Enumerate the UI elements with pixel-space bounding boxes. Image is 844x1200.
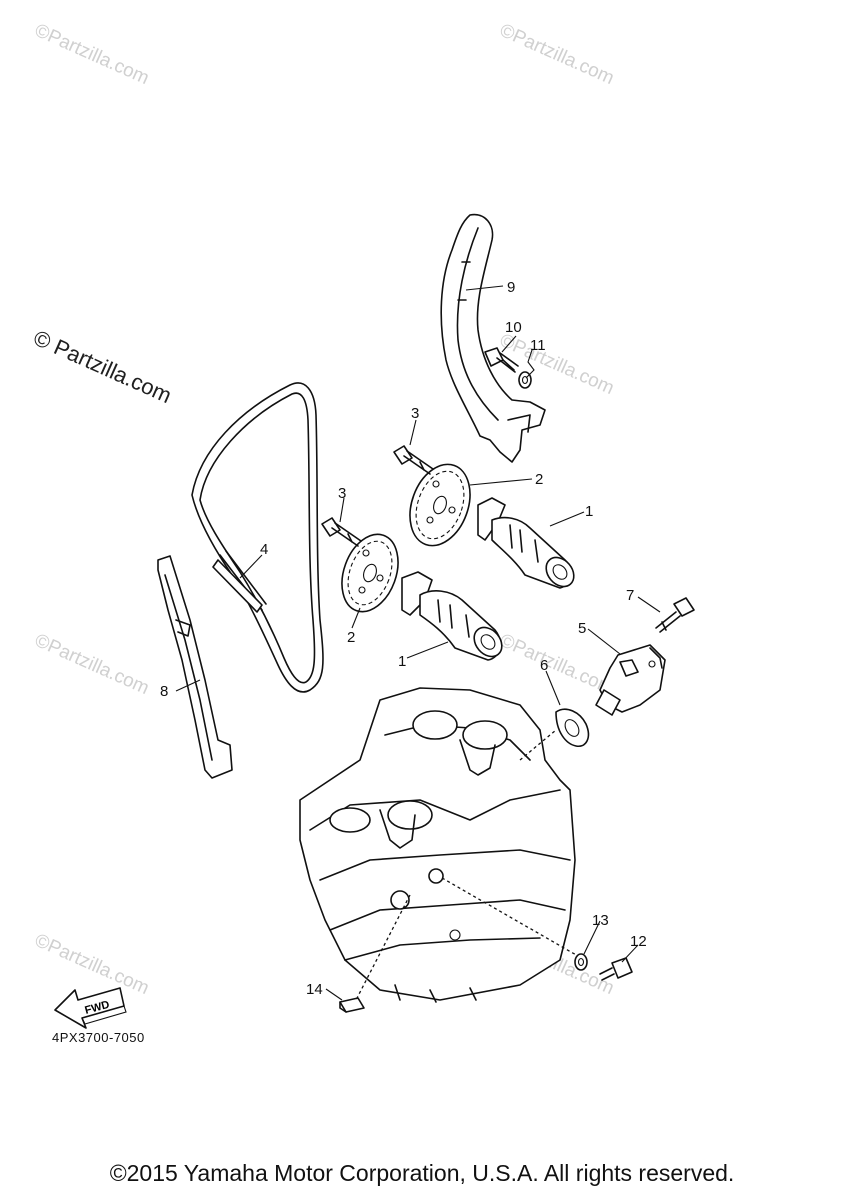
- callout-9: 9: [507, 279, 515, 296]
- dashed-leader-tensioner: [519, 729, 557, 761]
- diagram-code: 4PX3700-7050: [52, 1030, 145, 1045]
- dowel-pin: [339, 997, 365, 1013]
- cam-sprocket-lower: [341, 533, 399, 613]
- callout-3-upper: 3: [411, 405, 419, 422]
- callout-13: 13: [592, 912, 609, 929]
- callout-2-upper: 2: [535, 471, 543, 488]
- callout-11: 11: [530, 337, 546, 354]
- fwd-arrow-icon: FWD: [54, 987, 127, 1029]
- dashed-leader-washer: [441, 877, 579, 957]
- leader-lines: [175, 285, 661, 1001]
- timing-chain: [191, 382, 324, 693]
- callout-10: 10: [505, 319, 522, 336]
- callout-1-upper: 1: [585, 503, 593, 520]
- dashed-leader-dowel: [355, 894, 411, 1001]
- camshaft-lower: [401, 571, 503, 661]
- callout-5: 5: [578, 620, 586, 637]
- callout-8: 8: [160, 683, 168, 700]
- callout-12: 12: [630, 933, 647, 950]
- chain-guide-upper: [440, 213, 546, 463]
- cylinder-head: [299, 687, 576, 1003]
- callout-4: 4: [260, 541, 268, 558]
- tensioner-gasket: [555, 708, 590, 748]
- oil-check-bolt: [599, 957, 633, 981]
- tensioner-bolt: [655, 597, 695, 633]
- cam-sprocket-upper: [409, 463, 471, 547]
- sprocket-bolt-upper: [393, 445, 434, 475]
- callout-1-lower: 1: [398, 653, 406, 670]
- cam-chain-tensioner: [595, 644, 666, 716]
- callout-3-lower: 3: [338, 485, 346, 502]
- camshaft-upper: [477, 497, 575, 589]
- callout-7: 7: [626, 587, 634, 604]
- sprocket-bolt-lower: [321, 517, 362, 547]
- callout-2-lower: 2: [347, 629, 355, 646]
- bolt-guide: [484, 347, 519, 373]
- copyright-notice: ©2015 Yamaha Motor Corporation, U.S.A. A…: [109, 1160, 735, 1186]
- chain-guide-lower: [157, 555, 233, 779]
- callout-14: 14: [306, 981, 323, 998]
- callout-6: 6: [540, 657, 548, 674]
- oil-hole-washer: [574, 953, 588, 971]
